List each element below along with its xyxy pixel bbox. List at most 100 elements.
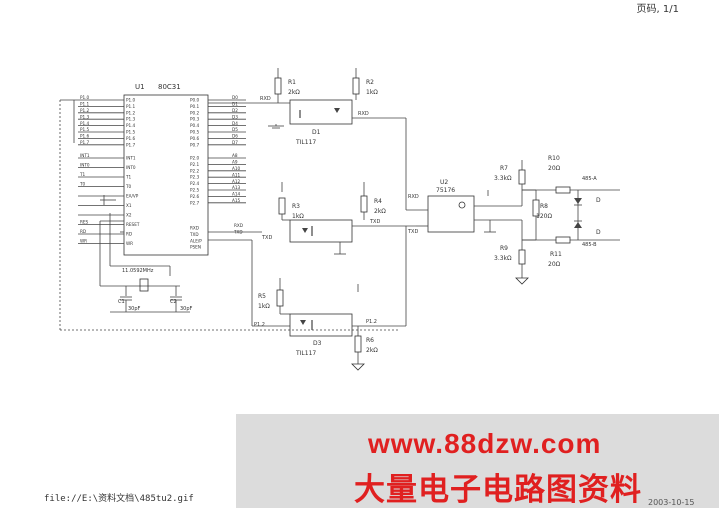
misc-net-label: RES (80, 220, 89, 225)
p1-net-label: P1.7 (80, 140, 90, 145)
r2-ref: R2 (366, 79, 374, 86)
d3-model: TIL117 (295, 350, 316, 357)
mcu-pin-label: P2.5 (190, 188, 200, 193)
mcu-pin-label: T0 (125, 184, 132, 189)
r3-ref: R3 (292, 203, 300, 210)
mcu-pin-label: P0.4 (190, 123, 200, 128)
optocoupler-d3: D3 TIL117 (289, 313, 353, 357)
data-net-label: D6 (232, 134, 238, 139)
r9-ref: R9 (500, 245, 508, 252)
addr-net-label: A10 (232, 166, 241, 171)
addr-net-label: A14 (232, 192, 241, 197)
net-label-txd-mid: TXD (369, 219, 380, 225)
watermark-url: www.88dzw.com (368, 428, 602, 459)
mcu-pin-label: P0.7 (190, 142, 200, 147)
p1-net-label: P1.0 (80, 95, 90, 100)
c1-value: 30pF (128, 306, 141, 312)
mcu-pin-label: EA/VP (126, 194, 139, 199)
page-number: 页码, 1/1 (636, 4, 679, 15)
net-label-rxd: RXD (260, 96, 271, 102)
diode-label-top: D (596, 197, 601, 204)
addr-net-label: A9 (232, 160, 238, 165)
r9-value: 3.3kΩ (494, 255, 512, 262)
r10-ref: R10 (548, 155, 560, 162)
u2-model: 75176 (436, 187, 455, 194)
p1-net-label: P1.3 (80, 114, 90, 119)
watermark-date: 2003-10-15 (648, 498, 695, 507)
mcu-pin-label: PSEN (190, 245, 201, 250)
misc-net-label: RD (80, 229, 86, 234)
misc-net-label: WR (80, 239, 87, 244)
mcu-pin-label: P0.2 (190, 110, 200, 115)
mcu-pin-label: P1.5 (126, 130, 136, 135)
data-net-label: D4 (232, 121, 238, 126)
mcu-pin-label: P2.2 (190, 168, 200, 173)
mcu-pin-label: X1 (126, 203, 132, 208)
net-label-p12-left: P1.2 (254, 322, 265, 328)
data-net-label: D5 (232, 127, 238, 132)
c2-ref: C2 (170, 299, 177, 305)
p1-net-label: P1.2 (80, 108, 90, 113)
r4-ref: R4 (374, 198, 382, 205)
mcu-pin-label: P2.7 (190, 200, 200, 205)
addr-net-label: A13 (232, 185, 241, 190)
misc-net-label: T0 (79, 182, 86, 187)
crystal-label: 11.0592MHz (122, 268, 154, 274)
mcu-pin-label: P1.0 (126, 98, 136, 103)
crystal-circuit: 11.0592MHz C1 30pF C2 30pF (99, 195, 193, 313)
mcu-pin-label: P0.3 (190, 117, 200, 122)
bus-a-label: 485-A (582, 176, 597, 182)
p1-net-label: P1.6 (80, 134, 90, 139)
mcu-pin-label: P0.0 (190, 98, 200, 103)
mcu-pin-label: T1 (125, 175, 132, 180)
transceiver-75176: U2 75176 (427, 179, 475, 233)
r11-value: 20Ω (548, 261, 561, 268)
mcu-pin-label: RXD (190, 226, 199, 231)
bus-b-label: 485-B (582, 242, 597, 248)
mcu-pin-label: P2.1 (190, 162, 200, 167)
watermark-chinese: 大量电子电路图资料 (354, 472, 642, 508)
p1-net-label: P1.1 (80, 102, 90, 107)
c2-value: 30pF (180, 306, 193, 312)
data-net-label: D3 (232, 114, 238, 119)
net-label-txd-short: TXD (261, 235, 272, 241)
net-label-p12-right: P1.2 (366, 319, 377, 325)
data-net-label: D1 (232, 102, 238, 107)
mcu-pin-label: INT1 (126, 156, 136, 161)
r4-value: 2kΩ (374, 208, 386, 215)
mcu-pin-label: P0.5 (190, 130, 200, 135)
d3-ref: D3 (313, 340, 322, 347)
mcu-pin-label: P1.6 (126, 136, 136, 141)
r5-value: 1kΩ (258, 303, 270, 310)
addr-net-label: A12 (232, 179, 241, 184)
misc-net-label: INT0 (80, 163, 90, 168)
mcu-pin-label: P0.6 (190, 136, 200, 141)
r10-value: 20Ω (548, 165, 561, 172)
addr-net-label: A15 (232, 198, 241, 203)
r2-value: 1kΩ (366, 89, 378, 96)
c1-ref: C1 (118, 299, 125, 305)
mcu-pin-label: RESET (126, 222, 140, 227)
net-label-rxd-u2: RXD (408, 194, 419, 200)
mcu-pin-label: WR (126, 241, 133, 246)
diode-label-bottom: D (596, 229, 601, 236)
r1-value: 2kΩ (288, 89, 300, 96)
mcu-pin-label: P1.3 (126, 117, 136, 122)
file-path: file://E:\资料文档\485tu2.gif (44, 494, 194, 504)
r6-ref: R6 (366, 337, 374, 344)
mcu-pin-label: ALE/P (190, 238, 202, 243)
mcu-pin-label: X2 (126, 213, 132, 218)
mcu-pin-label: P1.4 (126, 123, 136, 128)
optocoupler-d2 (289, 219, 353, 243)
r8-value: 120Ω (536, 213, 552, 220)
r7-ref: R7 (500, 165, 508, 172)
addr-net-label: A8 (232, 153, 238, 158)
r8-ref: R8 (540, 203, 548, 210)
serial-net-label: RXD (234, 223, 243, 228)
p1-net-label: P1.4 (80, 121, 90, 126)
net-label-txd-u2: TXD (407, 229, 418, 235)
r1-ref: R1 (288, 79, 296, 86)
mcu-pin-label: TXD (189, 232, 199, 237)
misc-net-label: INT1 (80, 153, 90, 158)
